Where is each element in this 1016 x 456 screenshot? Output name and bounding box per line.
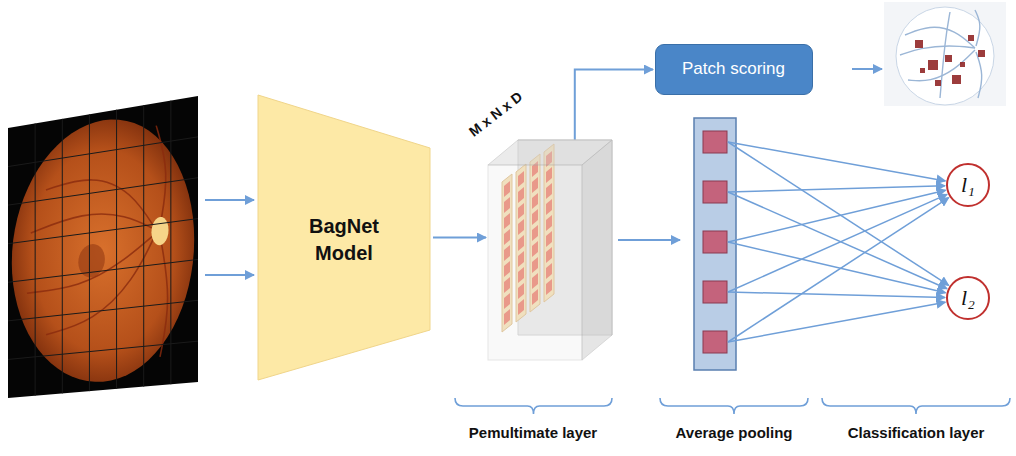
- heatmap-spot: [978, 50, 985, 57]
- feature-tensor: M x N x D: [488, 140, 612, 360]
- model-label: BagNet Model: [296, 213, 392, 267]
- heatmap-spot: [915, 40, 923, 48]
- cube-front: [488, 165, 582, 360]
- heatmap-spot: [945, 55, 952, 62]
- dense-connection: [728, 292, 945, 297]
- grid-line: [170, 101, 171, 385]
- blood-vessel: [31, 214, 156, 233]
- flow-arrow: [433, 237, 486, 239]
- feature-cell: [703, 181, 727, 203]
- heatmap-spot: [920, 68, 925, 73]
- optic-disc: [151, 217, 168, 245]
- output-label: l₁: [961, 174, 975, 196]
- patch-heatmap: [884, 2, 1006, 106]
- pooling-vector: [694, 118, 736, 370]
- process-box: Patch scoring: [655, 44, 813, 95]
- flow-arrow: [852, 68, 882, 70]
- feature-cell: [703, 131, 727, 153]
- vector-bar: [694, 118, 736, 370]
- process-label: Patch scoring: [656, 45, 812, 93]
- trapezoid-outline: [258, 95, 430, 380]
- flow-arrow: [618, 239, 680, 241]
- output-node: l₂: [946, 276, 990, 320]
- grid-line: [143, 105, 144, 386]
- grid-line: [8, 137, 198, 167]
- section-label: Classification layer: [848, 424, 985, 441]
- grid-line: [8, 178, 198, 205]
- input-arrow: [205, 274, 254, 276]
- heatmap-vessel: [975, 10, 980, 46]
- brace: [822, 398, 1010, 414]
- dense-connection: [728, 198, 949, 342]
- heatmap-vessel: [976, 52, 982, 98]
- dense-connection: [728, 142, 945, 181]
- grid-line: [8, 259, 198, 282]
- grid-line: [35, 123, 36, 395]
- heatmap-spot: [960, 62, 965, 67]
- trapezoid-shape: [258, 95, 430, 380]
- grid-line: [8, 300, 198, 321]
- feature-cell: [703, 331, 727, 353]
- section-label: Pemultimate layer: [469, 424, 597, 441]
- flow-arrow: [575, 70, 653, 141]
- heatmap-spot: [968, 35, 974, 41]
- tensor-cube: [488, 140, 612, 360]
- blood-vessel: [27, 233, 156, 293]
- feature-cell: [703, 231, 727, 253]
- dense-connection: [728, 190, 946, 242]
- fundus-image: [8, 96, 198, 398]
- blood-vessel: [156, 126, 166, 227]
- dense-connection: [728, 242, 946, 293]
- input-arrow: [205, 199, 254, 201]
- dimension-label: M x N x D: [466, 88, 526, 139]
- image-background: [8, 96, 198, 398]
- output-label: l₂: [961, 287, 975, 309]
- dense-connection: [728, 142, 949, 285]
- heatmap-disc: [896, 7, 994, 105]
- dense-connection: [728, 186, 945, 192]
- grid-line: [116, 110, 117, 389]
- heatmap-spot: [952, 75, 961, 84]
- dense-connection: [728, 194, 947, 292]
- heatmap-spot: [928, 60, 938, 70]
- cube-side: [582, 140, 612, 360]
- brace: [660, 398, 808, 414]
- model-block: BagNet Model: [258, 95, 430, 380]
- heatmap-vessel: [905, 27, 975, 48]
- heatmap-background: [884, 2, 1006, 106]
- output-node: l₁: [946, 163, 990, 207]
- heatmap-vessel: [900, 46, 975, 55]
- heatmap-spot: [935, 80, 941, 86]
- grid-line: [8, 219, 198, 244]
- feature-cell: [703, 281, 727, 303]
- grid-line: [89, 114, 90, 391]
- grid-line: [62, 119, 63, 394]
- brace: [455, 398, 612, 414]
- dense-connection: [728, 192, 947, 289]
- section-label: Average pooling: [676, 424, 793, 441]
- retina-disc: [12, 120, 194, 382]
- blood-vessel: [160, 235, 168, 357]
- dense-connection: [728, 302, 945, 342]
- grid-line: [8, 341, 198, 359]
